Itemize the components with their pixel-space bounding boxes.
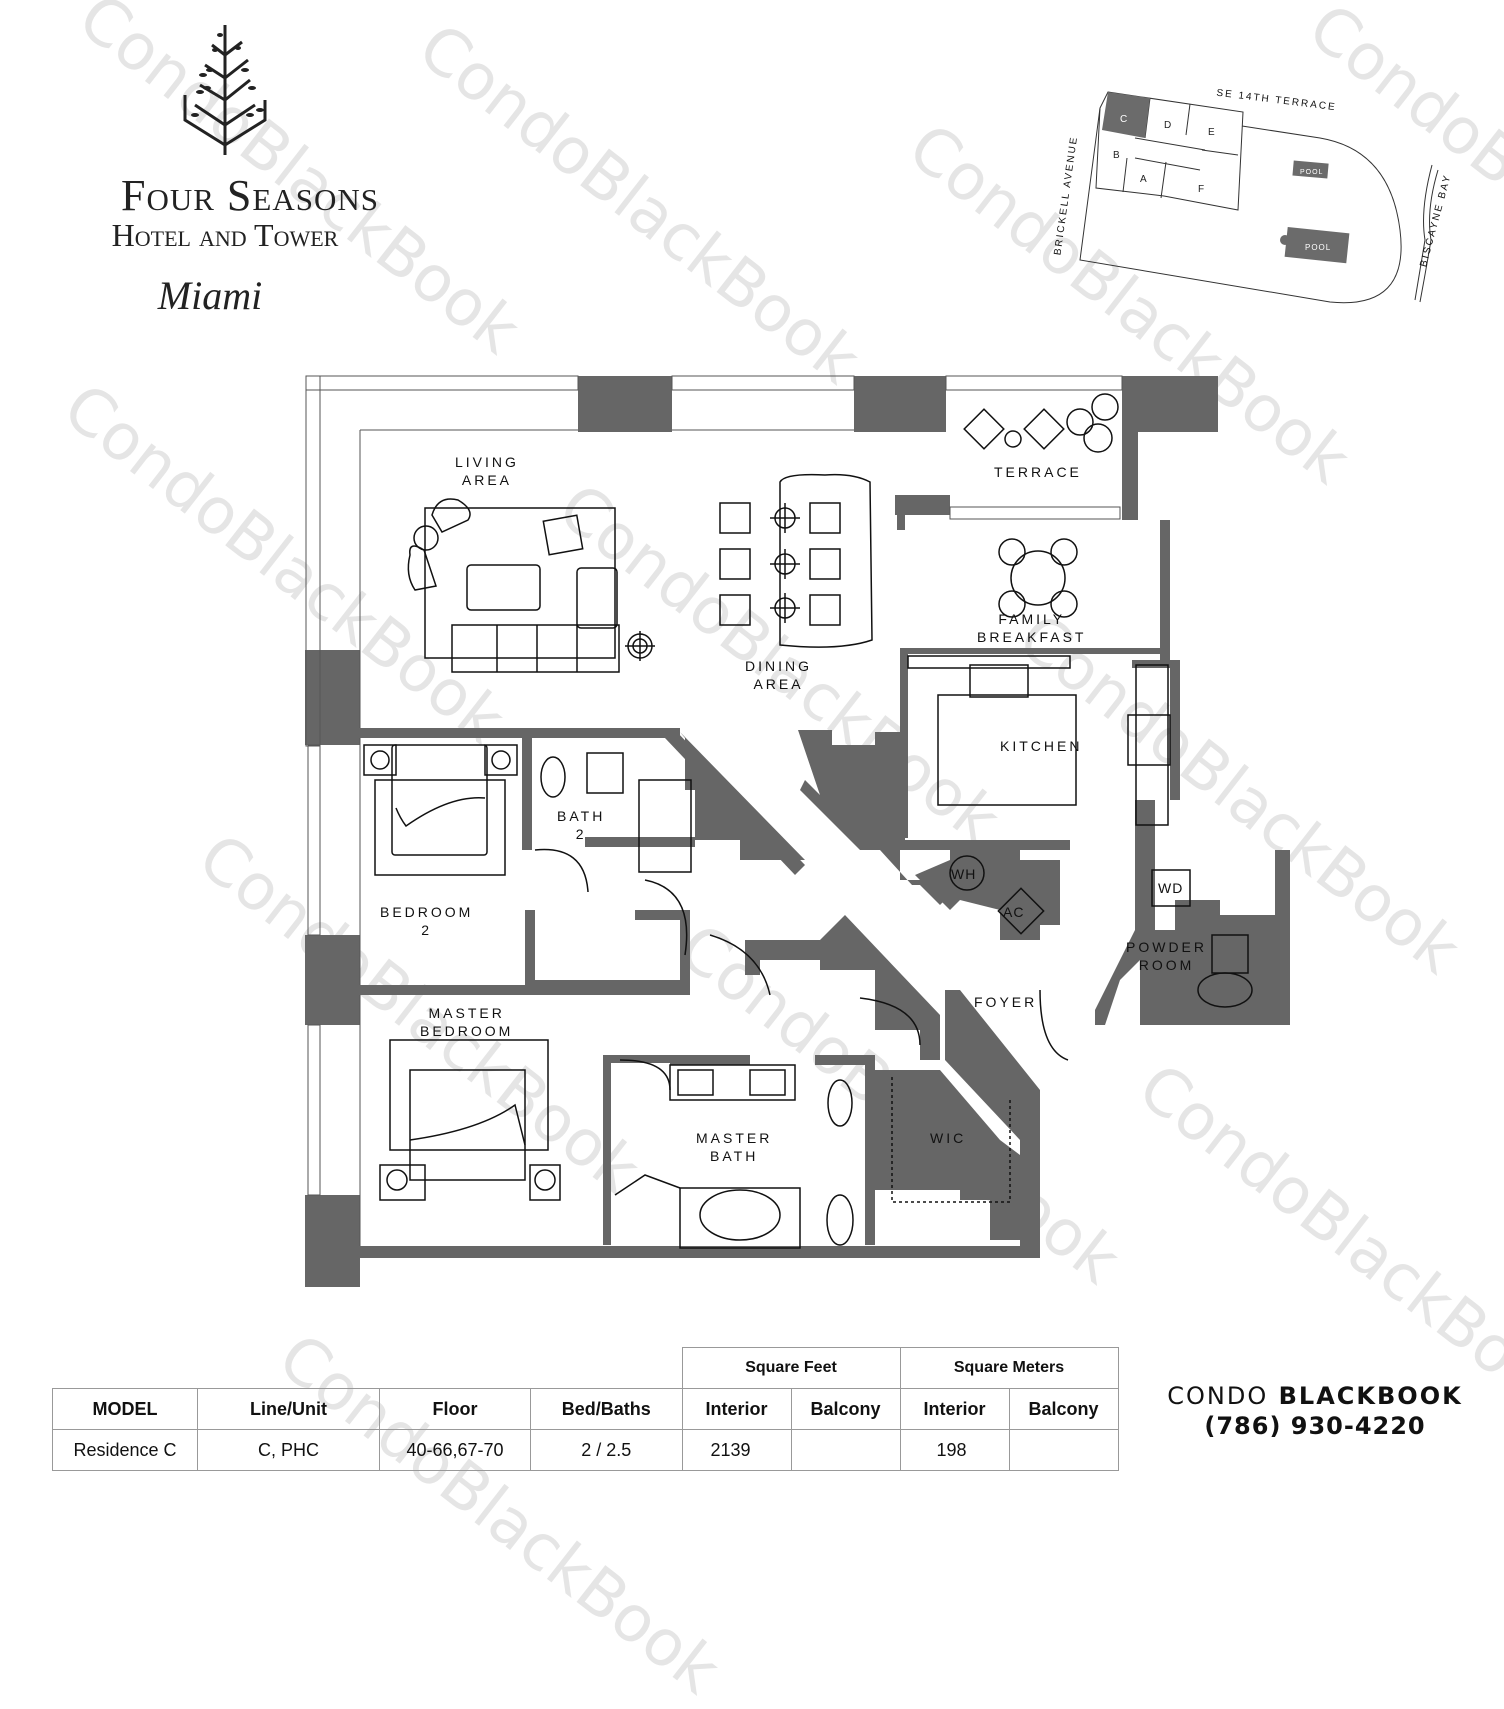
svg-text:A: A bbox=[1140, 174, 1147, 185]
unit-label-c: C bbox=[1120, 114, 1127, 125]
site-plan: C D E B A F POOL POOL BRICKELL AVENUE SE… bbox=[1052, 70, 1500, 310]
column-header: Balcony bbox=[1008, 1388, 1119, 1430]
column-header: Line/Unit bbox=[197, 1388, 380, 1430]
contact-name-bold: BLACKBOOK bbox=[1278, 1382, 1463, 1410]
column-header: Floor bbox=[379, 1388, 531, 1430]
brand-name: Four Seasons bbox=[121, 171, 379, 220]
header-square-feet: Square Feet bbox=[681, 1347, 901, 1389]
room-label-powder-room: POWDER ROOM bbox=[1126, 939, 1207, 973]
room-label-wic: WIC bbox=[930, 1130, 967, 1146]
four-seasons-logo: Four Seasons Hotel and Tower Miami bbox=[20, 20, 440, 320]
brand-city: Miami bbox=[157, 273, 263, 318]
svg-text:D: D bbox=[1164, 120, 1171, 131]
room-label-master-bedroom: MASTER BEDROOM bbox=[420, 1005, 514, 1039]
cell-sqft-interior: 2139 bbox=[681, 1429, 792, 1471]
room-label-master-bath: MASTER BATH bbox=[696, 1130, 773, 1164]
cell-sqft-balcony bbox=[790, 1429, 901, 1471]
column-header: MODEL bbox=[52, 1388, 198, 1430]
svg-text:F: F bbox=[1198, 184, 1204, 195]
room-label-living: LIVING AREA bbox=[455, 454, 519, 488]
pool-label: POOL bbox=[1300, 169, 1323, 176]
column-header: Balcony bbox=[790, 1388, 901, 1430]
condo-blackbook-contact: CONDO BLACKBOOK (786) 930-4220 bbox=[1140, 1382, 1490, 1440]
cell-floor: 40-66,67-70 bbox=[379, 1429, 531, 1471]
cell-bed-baths: 2 / 2.5 bbox=[530, 1429, 683, 1471]
floor-plan: LIVING AREA DINING AREA TERRACE FAMILY B… bbox=[300, 370, 1290, 1300]
room-label-wh: WH bbox=[951, 866, 977, 882]
unit-specs-table: Square Feet Square Meters MODEL Line/Uni… bbox=[52, 1347, 1119, 1471]
room-label-terrace: TERRACE bbox=[994, 464, 1082, 480]
room-label-family-breakfast: FAMILY BREAKFAST bbox=[977, 611, 1087, 645]
pool-label: POOL bbox=[1305, 243, 1331, 252]
svg-text:B: B bbox=[1113, 150, 1120, 161]
room-label-ac: AC bbox=[1003, 904, 1025, 920]
svg-text:E: E bbox=[1208, 127, 1215, 138]
column-header: Interior bbox=[681, 1388, 792, 1430]
brand-subtitle: Hotel and Tower bbox=[111, 217, 339, 253]
table-row: Residence C C, PHC 40-66,67-70 2 / 2.5 2… bbox=[52, 1429, 1119, 1471]
room-label-foyer: FOYER bbox=[974, 994, 1038, 1010]
cell-line-unit: C, PHC bbox=[197, 1429, 380, 1471]
cell-sqm-balcony bbox=[1008, 1429, 1119, 1471]
room-label-bedroom-2: BEDROOM 2 bbox=[380, 904, 474, 938]
unit-c-highlight bbox=[1102, 92, 1150, 138]
cell-model: Residence C bbox=[52, 1429, 198, 1471]
room-label-dining: DINING AREA bbox=[745, 658, 812, 692]
column-header: Bed/Baths bbox=[530, 1388, 683, 1430]
tree-icon bbox=[183, 25, 267, 155]
contact-name-light: CONDO bbox=[1167, 1382, 1269, 1410]
room-label-bath-2: BATH 2 bbox=[557, 808, 606, 842]
room-label-kitchen: KITCHEN bbox=[1000, 738, 1083, 754]
room-label-wd: WD bbox=[1158, 880, 1184, 896]
header-square-meters: Square Meters bbox=[899, 1347, 1119, 1389]
cell-sqm-interior: 198 bbox=[899, 1429, 1010, 1471]
column-header: Interior bbox=[899, 1388, 1010, 1430]
contact-phone[interactable]: (786) 930-4220 bbox=[1204, 1412, 1426, 1440]
contact-name: CONDO BLACKBOOK bbox=[1140, 1382, 1490, 1410]
